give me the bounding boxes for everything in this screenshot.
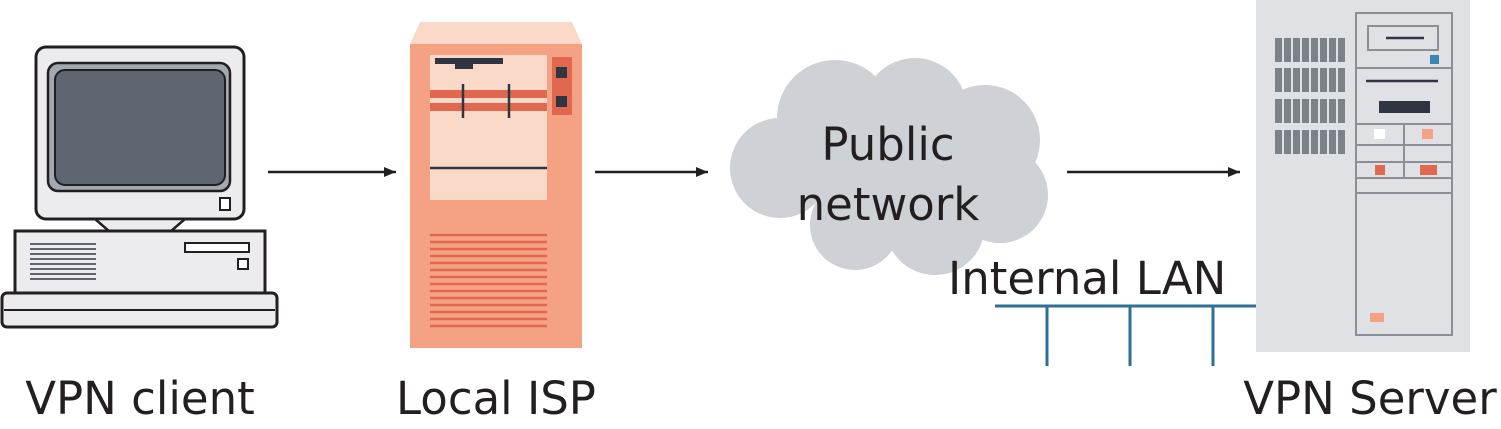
- cloud-label-line2: network: [797, 178, 980, 231]
- lan-lines: [995, 304, 1256, 366]
- desktop-computer-icon: [0, 45, 279, 329]
- isp-label: Local ISP: [396, 372, 596, 425]
- rack-server-icon: [1256, 0, 1470, 352]
- tower-server-icon: [410, 22, 582, 348]
- lan-label: Internal LAN: [948, 252, 1226, 305]
- cloud-icon: [730, 58, 1048, 275]
- server-label: VPN Server: [1243, 372, 1497, 425]
- cloud-label-line1: Public: [821, 118, 954, 171]
- client-label: VPN client: [25, 372, 254, 425]
